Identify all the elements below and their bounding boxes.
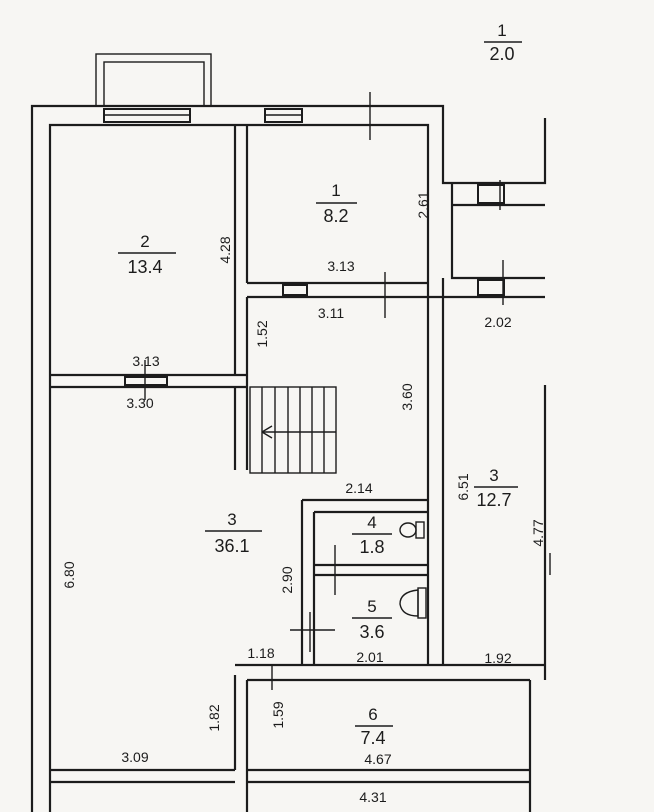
opening-right-top bbox=[477, 184, 505, 204]
dimensions: 2.61 4.28 3.13 3.11 2.02 1.52 3.13 3.30 … bbox=[61, 191, 546, 805]
room-2-bottom-wall bbox=[50, 373, 247, 389]
dimension-label: 2.14 bbox=[345, 480, 372, 496]
fixtures bbox=[399, 521, 427, 619]
room-number: 4 bbox=[367, 513, 376, 532]
window-corridor bbox=[282, 284, 308, 296]
stair-left-wall bbox=[233, 297, 249, 470]
room-area: 12.7 bbox=[476, 490, 511, 510]
stair-outline bbox=[249, 386, 337, 474]
opening-right-bottom bbox=[477, 279, 505, 296]
balcony bbox=[95, 53, 212, 107]
dimension-label: 6.80 bbox=[61, 561, 77, 588]
door-markers bbox=[144, 92, 551, 690]
dimension-label: 1.82 bbox=[206, 704, 222, 731]
room-number: 2 bbox=[140, 232, 149, 251]
room-area: 13.4 bbox=[127, 257, 162, 277]
lower-horizontal-wall bbox=[235, 663, 545, 682]
opening-room-2 bbox=[124, 376, 168, 386]
room-label-balcony: 1 2.0 bbox=[484, 21, 522, 64]
room-area: 7.4 bbox=[360, 728, 385, 748]
room-area: 2.0 bbox=[489, 44, 514, 64]
room-number: 1 bbox=[331, 181, 340, 200]
dimension-label: 2.02 bbox=[484, 314, 511, 330]
toilet-icon bbox=[399, 521, 425, 539]
room-area: 36.1 bbox=[214, 536, 249, 556]
dimension-label: 4.77 bbox=[530, 519, 546, 546]
room-label-5: 5 3.6 bbox=[352, 597, 392, 642]
dimension-label: 4.28 bbox=[217, 236, 233, 263]
room-area: 8.2 bbox=[323, 206, 348, 226]
room-label-3-right: 3 12.7 bbox=[474, 466, 518, 510]
dimension-label: 1.59 bbox=[270, 701, 286, 728]
room-6-walls bbox=[233, 675, 249, 812]
corridor-right-wall bbox=[426, 297, 445, 665]
room-1-bottom-wall bbox=[247, 281, 428, 299]
stair-arrow-icon bbox=[261, 425, 273, 439]
dimension-label: 1.52 bbox=[254, 320, 270, 347]
dimension-label: 3.09 bbox=[121, 749, 148, 765]
walls bbox=[30, 104, 547, 812]
room-number: 1 bbox=[497, 21, 506, 40]
right-block-wall bbox=[450, 183, 545, 280]
right-room-outer bbox=[528, 385, 547, 812]
room-label-6: 6 7.4 bbox=[355, 705, 393, 748]
room-number: 6 bbox=[368, 705, 377, 724]
outer-wall-outer-line bbox=[30, 104, 547, 812]
room-number: 3 bbox=[489, 466, 498, 485]
room-label-4: 4 1.8 bbox=[352, 513, 392, 557]
dimension-label: 2.01 bbox=[356, 649, 383, 665]
dimension-label: 3.30 bbox=[126, 395, 153, 411]
dimension-label: 1.92 bbox=[484, 650, 511, 666]
dimension-label: 3.13 bbox=[327, 258, 354, 274]
room-area: 3.6 bbox=[359, 622, 384, 642]
dimension-label: 2.61 bbox=[415, 191, 431, 218]
room-label-2: 2 13.4 bbox=[118, 232, 176, 277]
dimension-label: 6.51 bbox=[455, 473, 471, 500]
room-number: 3 bbox=[227, 510, 236, 529]
dimension-label: 4.31 bbox=[359, 789, 386, 805]
dimension-label: 1.18 bbox=[247, 645, 274, 661]
room-number: 5 bbox=[367, 597, 376, 616]
outer-wall-inner-line bbox=[48, 123, 545, 812]
dimension-label: 3.60 bbox=[399, 383, 415, 410]
room-area: 1.8 bbox=[359, 537, 384, 557]
balcony-inner bbox=[103, 61, 205, 107]
dimension-label: 4.67 bbox=[364, 751, 391, 767]
dimension-label: 3.11 bbox=[318, 305, 344, 321]
bath-block-walls bbox=[300, 498, 428, 665]
staircase bbox=[249, 386, 337, 474]
room-label-3-large: 3 36.1 bbox=[205, 510, 262, 556]
dimension-label: 2.90 bbox=[279, 566, 295, 593]
windows bbox=[103, 108, 505, 386]
bottom-wall bbox=[50, 768, 530, 784]
room-labels: 1 2.0 1 8.2 2 13.4 3 36.1 3 12.7 4 1.8 bbox=[118, 21, 522, 748]
room-2-right-wall bbox=[233, 125, 249, 375]
room-label-1: 1 8.2 bbox=[316, 181, 357, 226]
sink-icon bbox=[399, 587, 427, 619]
dimension-label: 3.13 bbox=[132, 353, 159, 369]
